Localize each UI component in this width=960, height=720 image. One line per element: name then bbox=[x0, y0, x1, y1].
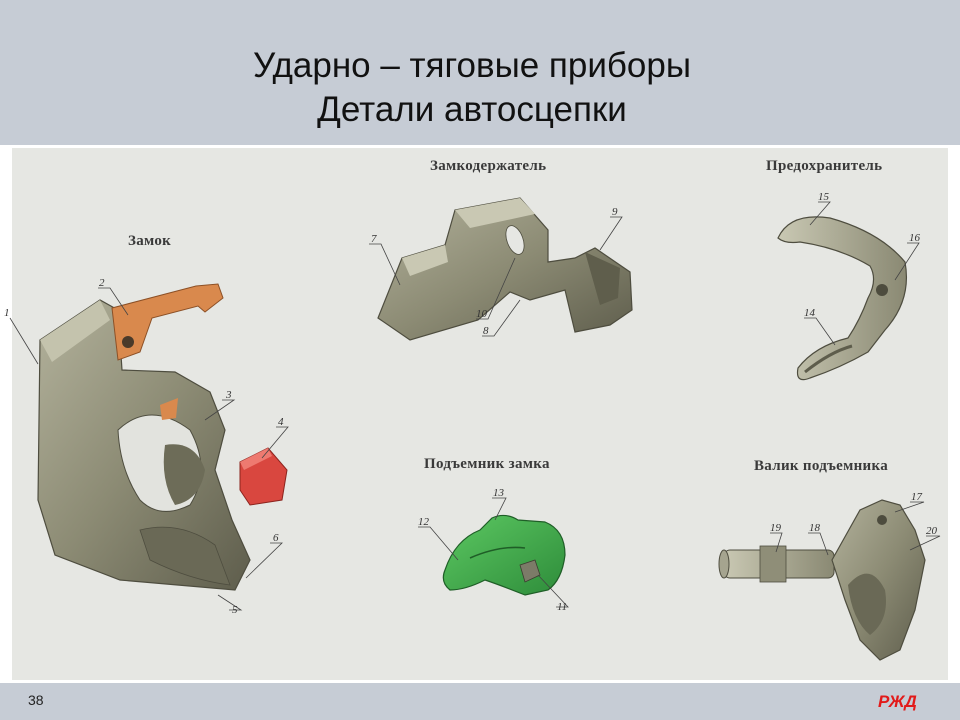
title-line-2: Детали автосцепки bbox=[317, 90, 627, 129]
callout-3: 3 bbox=[225, 389, 232, 401]
callout-12: 12 bbox=[418, 516, 430, 528]
callout-10: 10 bbox=[476, 308, 488, 320]
callout-15: 15 bbox=[818, 191, 830, 203]
callout-9: 9 bbox=[612, 206, 618, 218]
callout-13: 13 bbox=[493, 487, 505, 499]
label-predokhranitel: Предохранитель bbox=[766, 158, 882, 174]
label-zamok: Замок bbox=[128, 233, 171, 249]
callout-1: 1 bbox=[4, 307, 10, 319]
callout-5: 5 bbox=[232, 604, 238, 616]
label-zamkoderzhatel: Замкодержатель bbox=[430, 158, 546, 174]
callout-4: 4 bbox=[278, 416, 284, 428]
rzd-logo-text: РЖД bbox=[878, 692, 917, 711]
label-valik: Валик подъемника bbox=[754, 458, 888, 474]
slide-title: Ударно – тяговые приборы Детали автосцеп… bbox=[0, 44, 944, 132]
callout-leaders bbox=[9, 201, 941, 611]
safety-catch-part bbox=[777, 216, 908, 381]
callout-11: 11 bbox=[557, 601, 567, 613]
rzd-logo-icon: РЖД bbox=[878, 692, 917, 711]
callout-18: 18 bbox=[809, 522, 821, 534]
callout-20: 20 bbox=[926, 525, 938, 537]
lock-lifter-part bbox=[442, 514, 566, 596]
slide-footer bbox=[0, 683, 960, 720]
lock-holder-part bbox=[377, 197, 633, 341]
lock-part bbox=[37, 283, 288, 591]
callout-14: 14 bbox=[804, 307, 816, 319]
callout-19: 19 bbox=[770, 522, 782, 534]
callout-7: 7 bbox=[371, 233, 377, 245]
label-podemnik: Подъемник замка bbox=[424, 456, 550, 472]
callout-16: 16 bbox=[909, 232, 921, 244]
callout-17: 17 bbox=[911, 491, 923, 503]
lifter-shaft-part bbox=[718, 499, 926, 661]
header-divider bbox=[0, 145, 960, 147]
slide-header bbox=[0, 0, 960, 145]
callout-6: 6 bbox=[273, 532, 279, 544]
page-number: 38 bbox=[28, 692, 44, 708]
callout-2: 2 bbox=[99, 277, 105, 289]
callout-8: 8 bbox=[483, 325, 489, 337]
title-line-1: Ударно – тяговые приборы bbox=[252, 46, 692, 85]
